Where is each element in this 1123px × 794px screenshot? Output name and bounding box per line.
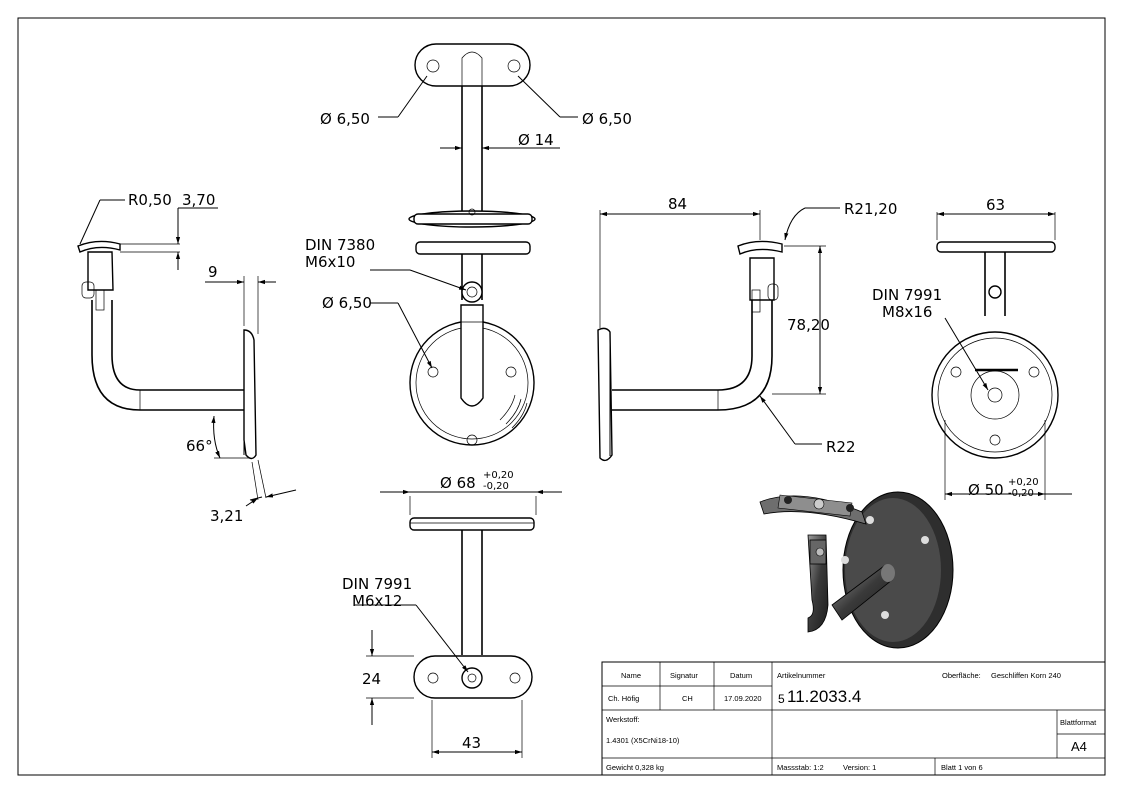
tb-article-prefix: 5 bbox=[778, 692, 785, 706]
tb-surface-label: Oberfläche: bbox=[942, 671, 981, 680]
dim-base-dia-tol-lower: -0,20 bbox=[483, 481, 509, 492]
tb-date-label: Datum bbox=[730, 671, 752, 680]
dim-saddle-width: 43 bbox=[462, 734, 481, 752]
top-view bbox=[378, 43, 578, 228]
dim-radius-saddle: R21,20 bbox=[844, 200, 897, 218]
tb-date-value: 17.09.2020 bbox=[724, 694, 762, 703]
tb-format-label: Blattformat bbox=[1060, 718, 1097, 727]
tb-name-value: Ch. Höfig bbox=[608, 694, 639, 703]
tb-name-label: Name bbox=[621, 671, 641, 680]
isometric-render bbox=[759, 491, 954, 649]
dim-radius-small: R0,50 bbox=[128, 191, 172, 209]
tb-format-value: A4 bbox=[1071, 739, 1087, 754]
tb-sheet: Blatt 1 von 6 bbox=[941, 763, 983, 772]
dim-tube-dia: Ø 14 bbox=[518, 131, 554, 149]
left-side-view bbox=[77, 199, 297, 507]
front-view bbox=[370, 241, 535, 446]
bottom-view bbox=[355, 489, 562, 758]
dim-saddle-length: 63 bbox=[986, 196, 1005, 214]
tb-surface-value: Geschliffen Korn 240 bbox=[991, 671, 1061, 680]
dim-offset: 3,21 bbox=[210, 507, 243, 525]
dim-saddle-height: 24 bbox=[362, 670, 381, 688]
tb-signature-value: CH bbox=[682, 694, 693, 703]
tb-weight: Gewicht 0,328 kg bbox=[606, 763, 664, 772]
dim-base-dia: Ø 68 bbox=[440, 474, 476, 492]
screw-right-din: DIN 7991 bbox=[872, 286, 942, 304]
dim-base-dia-tol-upper: +0,20 bbox=[483, 470, 514, 481]
tb-material-label: Werkstoff: bbox=[606, 715, 639, 724]
tb-signature-label: Signatur bbox=[670, 671, 698, 680]
dim-angle: 66° bbox=[186, 437, 213, 455]
dim-front-hole: Ø 6,50 bbox=[322, 294, 372, 312]
tb-article-label: Artikelnummer bbox=[777, 671, 826, 680]
right-side-view bbox=[597, 207, 840, 462]
screw-front-size: M6x10 bbox=[305, 253, 355, 271]
dim-bend-radius: R22 bbox=[826, 438, 856, 456]
tb-scale: Massstab: 1:2 bbox=[777, 763, 824, 772]
tb-article-number: 11.2033.4 bbox=[787, 687, 861, 706]
screw-bottom-size: M6x12 bbox=[352, 592, 402, 610]
title-block bbox=[601, 661, 1106, 776]
screw-front-din: DIN 7380 bbox=[305, 236, 375, 254]
dim-plate-thickness: 9 bbox=[208, 263, 218, 281]
tb-version: Version: 1 bbox=[843, 763, 876, 772]
screw-right-size: M8x16 bbox=[882, 303, 932, 321]
dim-height: 78,20 bbox=[787, 316, 830, 334]
dim-top-hole-right: Ø 6,50 bbox=[582, 110, 632, 128]
dim-top-hole-left: Ø 6,50 bbox=[320, 110, 370, 128]
tb-material-value: 1.4301 (X5CrNi18-10) bbox=[606, 736, 680, 745]
dim-depth-small: 3,70 bbox=[182, 191, 215, 209]
sheet-border bbox=[17, 17, 1106, 776]
dim-projection: 84 bbox=[668, 195, 687, 213]
rear-view bbox=[931, 211, 1072, 500]
screw-bottom-din: DIN 7991 bbox=[342, 575, 412, 593]
dim-bolt-circle-tol-lower: -0,20 bbox=[1008, 488, 1034, 499]
dim-bolt-circle: Ø 50 bbox=[968, 481, 1004, 499]
dim-bolt-circle-tol-upper: +0,20 bbox=[1008, 477, 1039, 488]
